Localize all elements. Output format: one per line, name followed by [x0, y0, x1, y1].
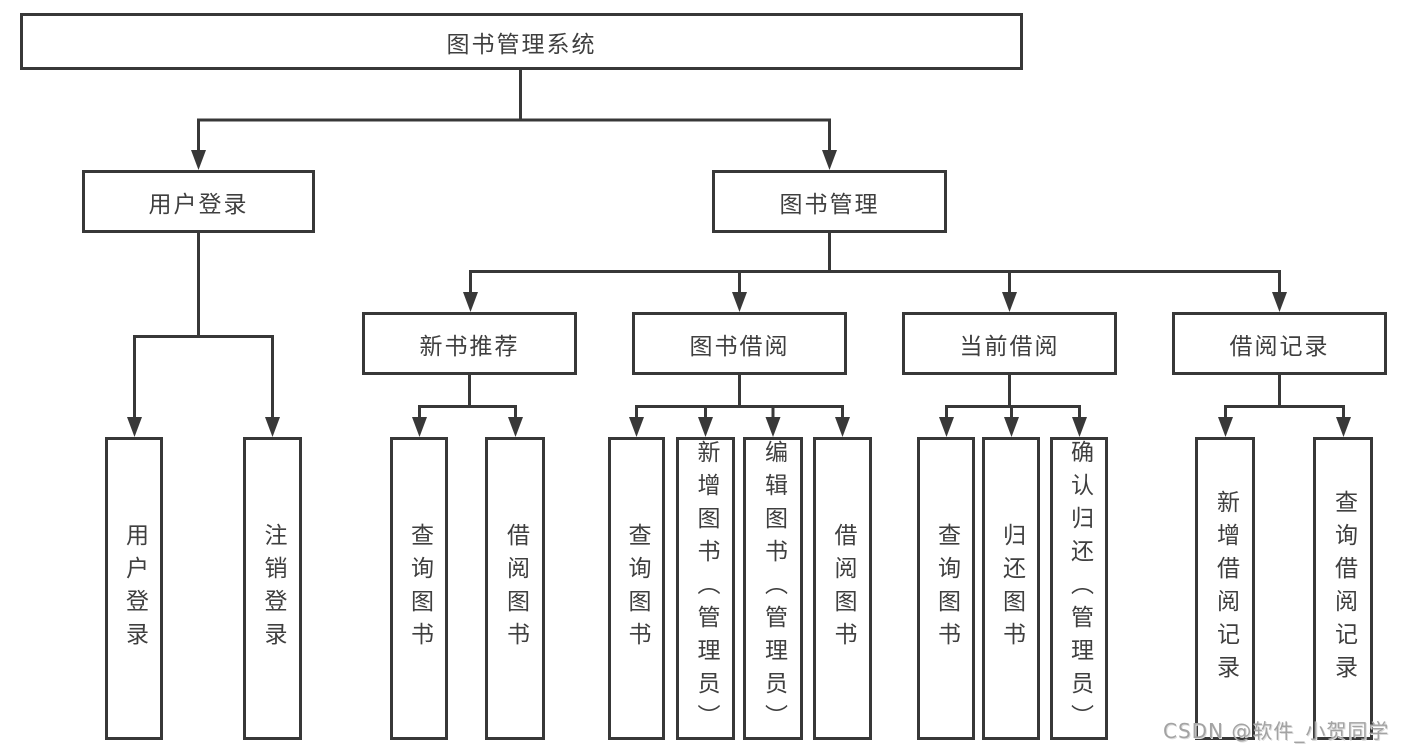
node-current-borrow-label: 当前借阅: [959, 333, 1060, 360]
node-borrow-record: 借阅记录: [1172, 312, 1387, 375]
leaf-add-borrow-record: 新增借阅记录: [1195, 437, 1255, 740]
leaf-label: 确认归还（管理员）: [1066, 440, 1093, 737]
leaf-borrow-books: 借阅图书: [813, 437, 872, 740]
connectors-new-book-recommend-to-leaves: [418, 375, 517, 419]
connectors-current-borrow-to-leaves: [945, 375, 1081, 419]
node-user-login: 用户登录: [82, 170, 315, 233]
leaf-label: 查询图书: [406, 522, 433, 655]
leaf-query-books-recommend: 查询图书: [390, 437, 448, 740]
node-book-management: 图书管理: [712, 170, 947, 233]
leaf-label: 查询图书: [933, 522, 960, 655]
leaf-query-borrow-record: 查询借阅记录: [1313, 437, 1373, 740]
leaf-query-books-current: 查询图书: [917, 437, 975, 740]
node-new-book-recommend-label: 新书推荐: [419, 333, 520, 360]
node-current-borrow: 当前借阅: [902, 312, 1117, 375]
leaf-edit-book-admin: 编辑图书（管理员）: [743, 437, 803, 740]
connectors-user-login-to-leaves: [133, 233, 274, 419]
connectors-borrow-record-to-leaves: [1224, 375, 1345, 419]
leaf-label: 新增图书（管理员）: [693, 440, 719, 737]
leaf-logout: 注销登录: [243, 437, 302, 740]
leaf-confirm-return-admin: 确认归还（管理员）: [1050, 437, 1108, 740]
leaf-query-books-borrow: 查询图书: [608, 437, 665, 740]
node-new-book-recommend: 新书推荐: [362, 312, 577, 375]
leaf-label: 归还图书: [998, 522, 1025, 655]
leaf-label: 注销登录: [260, 522, 286, 655]
connectors-book-management-to-level3: [469, 233, 1281, 294]
connectors-book-borrow-to-leaves: [635, 375, 844, 419]
node-book-management-label: 图书管理: [779, 191, 880, 218]
node-root-label: 图书管理系统: [446, 31, 597, 58]
node-book-borrow: 图书借阅: [632, 312, 847, 375]
leaf-label: 借阅图书: [502, 522, 529, 655]
node-book-borrow-label: 图书借阅: [689, 333, 790, 360]
leaf-label: 新增借阅记录: [1212, 489, 1239, 688]
connectors-root-to-level2: [197, 70, 831, 152]
leaf-user-login: 用户登录: [105, 437, 163, 740]
leaf-label: 借阅图书: [830, 522, 856, 655]
watermark-text: CSDN @软件_小贺同学: [1163, 719, 1390, 743]
leaf-label: 用户登录: [121, 522, 148, 655]
arrow-down-icons: [127, 150, 1351, 437]
leaf-label: 编辑图书（管理员）: [760, 440, 787, 737]
leaf-label: 查询图书: [624, 522, 650, 655]
node-borrow-record-label: 借阅记录: [1229, 333, 1330, 360]
leaf-add-book-admin: 新增图书（管理员）: [676, 437, 735, 740]
node-user-login-label: 用户登录: [148, 191, 249, 218]
node-root: 图书管理系统: [20, 13, 1023, 70]
leaf-return-book: 归还图书: [982, 437, 1040, 740]
leaf-borrow-books-recommend: 借阅图书: [485, 437, 545, 740]
leaf-label: 查询借阅记录: [1330, 489, 1357, 688]
